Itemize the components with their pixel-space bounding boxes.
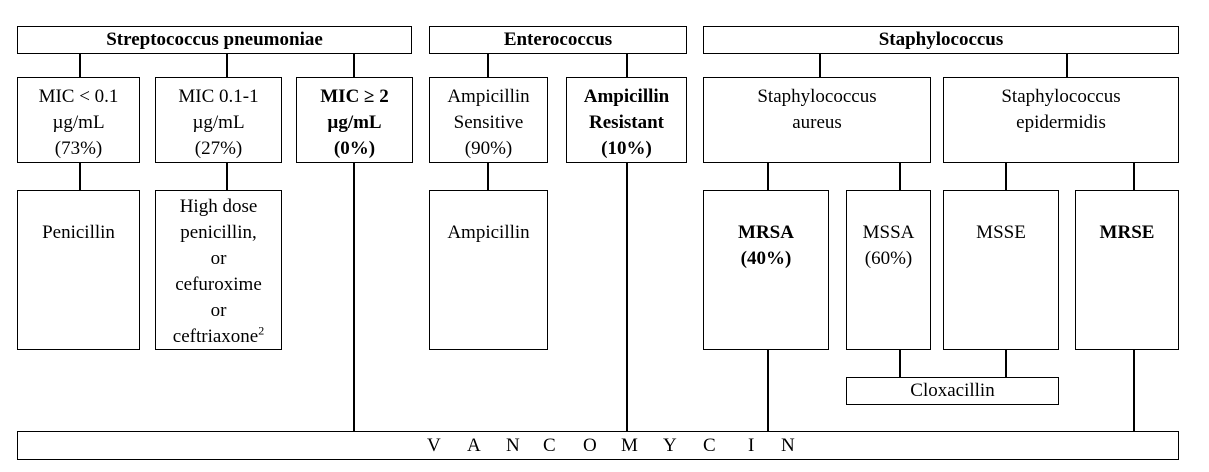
box-text: Penicillin [42,222,115,243]
vancomycin-letter: N [781,435,795,456]
msse-box: MSSE [943,190,1059,350]
vancomycin-letter: Y [663,435,677,456]
vancomycin-letter: N [506,435,520,456]
box-text: MRSA [738,222,794,243]
box-text: ceftriaxone2 [173,324,264,350]
ceftriaxone-label: ceftriaxone [172,326,259,347]
box-text: Staphylococcus [1001,86,1121,107]
connector [1066,53,1068,77]
connector [487,162,489,190]
connector [226,162,228,190]
connector [899,349,901,378]
connector [1133,349,1135,432]
box-text: (90%) [464,138,513,159]
mrsa-box: MRSA (40%) [703,190,829,350]
mrse-box: MRSE [1075,190,1179,350]
box-text: (0%) [333,138,376,159]
box-text: or [210,248,227,269]
connector [79,53,81,77]
box-text: (40%) [740,248,792,269]
box-text: µg/mL [327,112,382,133]
connector [626,53,628,77]
box-text: µg/mL [52,112,105,133]
box-text: MIC < 0.1 [38,86,119,107]
connector [353,162,355,432]
connector [1005,162,1007,190]
box-text: MSSA [862,222,915,243]
vancomycin-letter: A [467,435,481,456]
footnote-marker: 2 [258,323,265,338]
connector [767,162,769,190]
box-text: MSSE [976,222,1026,243]
mssa-box: MSSA (60%) [846,190,931,350]
header-streptococcus: Streptococcus pneumoniae [17,26,412,54]
mic-low-box: MIC < 0.1 µg/mL (73%) [17,77,140,163]
vancomycin-bar: V A N C O M Y C I N [17,431,1179,460]
header-enterococcus: Enterococcus [429,26,687,54]
cloxacillin-box: Cloxacillin [846,377,1059,405]
box-text: Cloxacillin [910,380,995,401]
vancomycin-letter: O [583,435,597,456]
header-label: Enterococcus [503,29,613,50]
connector [1005,349,1007,378]
connector [226,53,228,77]
vancomycin-letter: I [748,435,755,456]
box-text: Resistant [589,112,664,133]
vancomycin-letter: C [543,435,556,456]
staph-aureus-box: Staphylococcus aureus [703,77,931,163]
connector [767,349,769,432]
header-staphylococcus: Staphylococcus [703,26,1179,54]
connector [353,53,355,77]
connector [626,162,628,432]
box-text: cefuroxime [175,274,262,295]
box-text: High dose [179,196,258,217]
box-text: Ampicillin [447,86,530,107]
penicillin-box: Penicillin [17,190,140,350]
staph-epidermidis-box: Staphylococcus epidermidis [943,77,1179,163]
box-text: Sensitive [453,112,524,133]
mic-high-box: MIC ≥ 2 µg/mL (0%) [296,77,413,163]
mic-mid-box: MIC 0.1-1 µg/mL (27%) [155,77,282,163]
box-text: MIC ≥ 2 [320,86,389,107]
box-text: Staphylococcus [757,86,877,107]
box-text: (60%) [864,248,913,269]
connector [487,53,489,77]
box-text: Ampicillin [447,222,530,243]
vancomycin-letter: V [427,435,441,456]
box-text: (10%) [601,138,652,159]
header-label: Streptococcus pneumoniae [106,29,323,50]
ampicillin-box: Ampicillin [429,190,548,350]
box-text: (73%) [54,138,103,159]
ampicillin-resistant-box: Ampicillin Resistant (10%) [566,77,687,163]
vancomycin-letter: C [703,435,716,456]
connector [79,162,81,190]
box-text: MRSE [1099,222,1155,243]
box-text: (27%) [194,138,243,159]
vancomycin-letter: M [621,435,638,456]
box-text: MIC 0.1-1 [178,86,259,107]
box-text: penicillin, [180,222,257,243]
box-text: aureus [792,112,842,133]
box-text: µg/mL [192,112,245,133]
box-text: Ampicillin [583,86,670,107]
connector [819,53,821,77]
high-dose-box: High dose penicillin, or cefuroxime or c… [155,190,282,350]
connector [1133,162,1135,190]
ampicillin-sensitive-box: Ampicillin Sensitive (90%) [429,77,548,163]
box-text: epidermidis [1016,112,1106,133]
header-label: Staphylococcus [878,29,1004,50]
box-text: or [210,300,227,321]
connector [899,162,901,190]
